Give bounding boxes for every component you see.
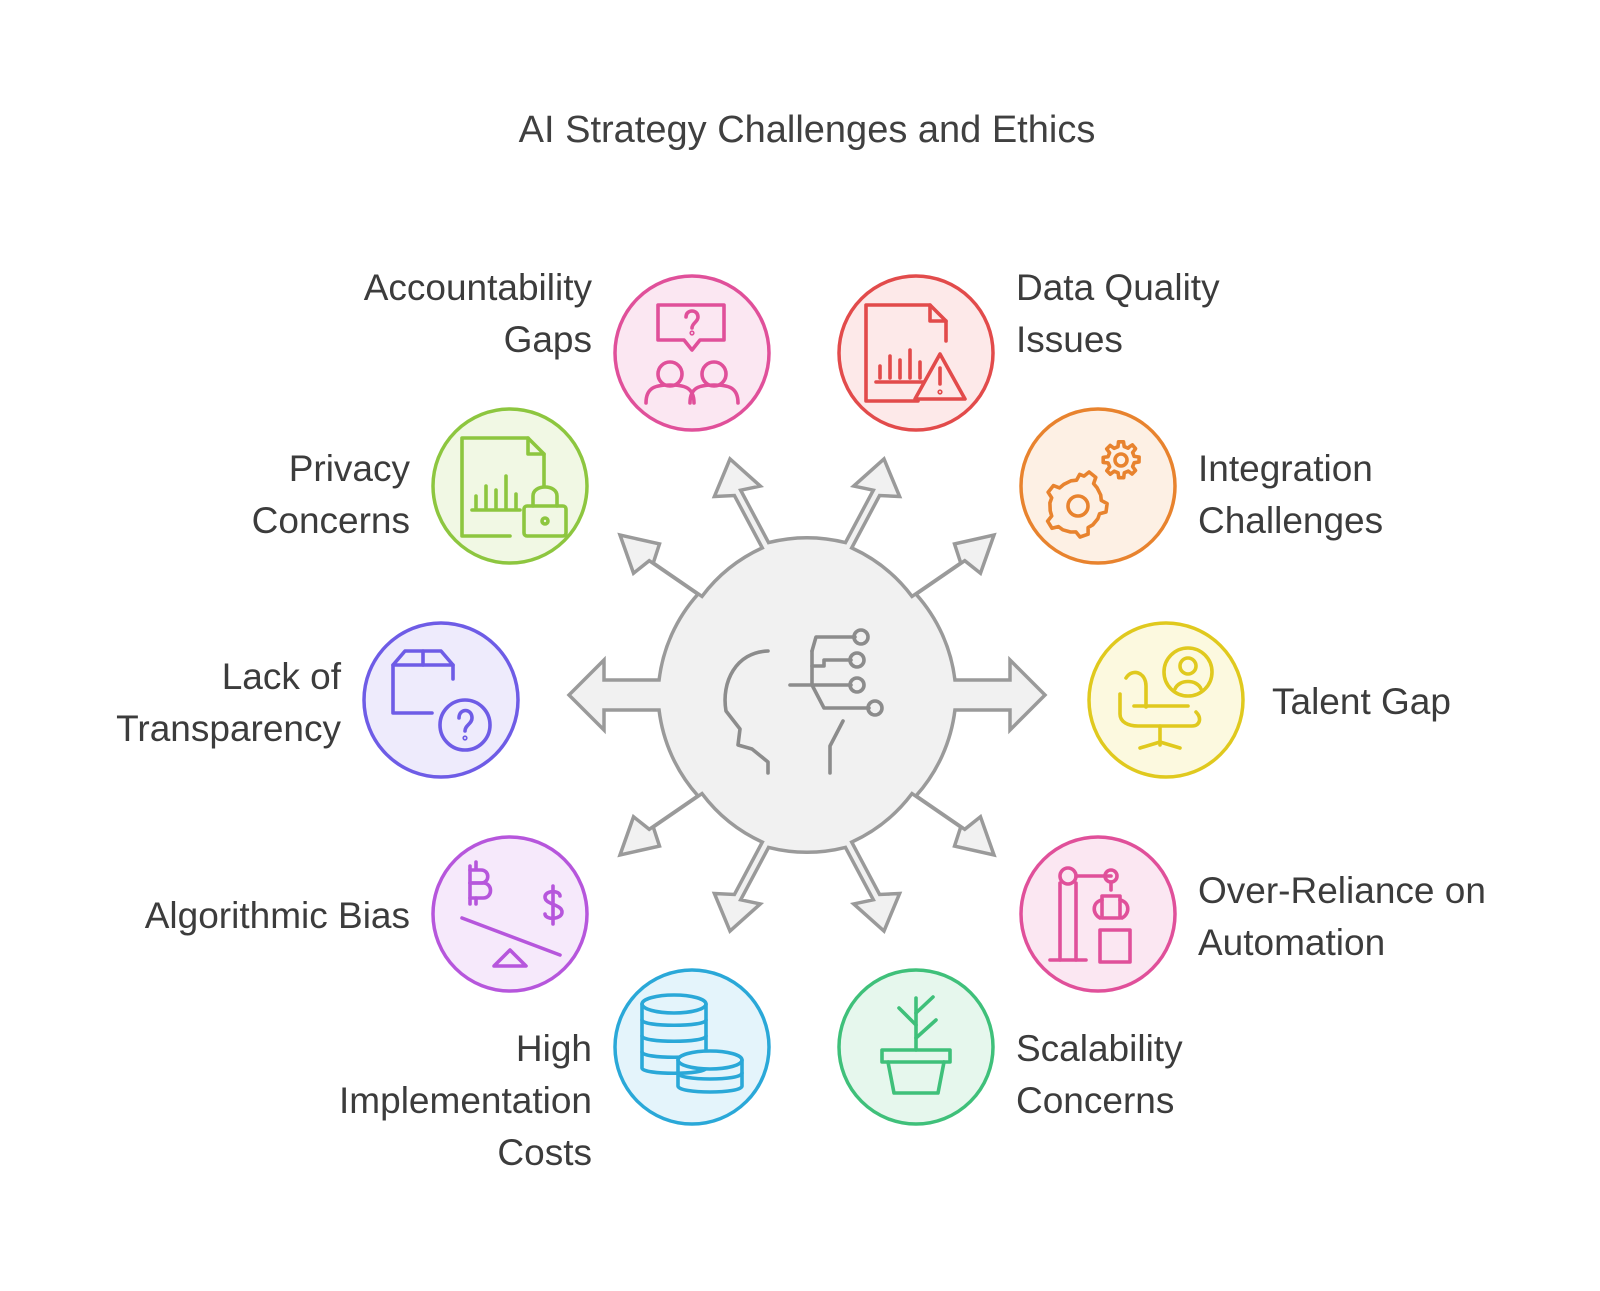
item-scalability-concerns: Scalability Concerns xyxy=(837,968,1183,1126)
lack-of-transparency-label-line1: Lack of xyxy=(222,656,342,697)
accountability-gaps-label-line1: Accountability xyxy=(364,267,593,308)
central-hub xyxy=(566,456,1048,934)
over-reliance-on-automation-label-line2: Automation xyxy=(1198,922,1385,963)
talent-gap-label-line1: Talent Gap xyxy=(1272,681,1451,722)
accountability-gaps-label-line2: Gaps xyxy=(504,319,592,360)
talent-gap-badge xyxy=(1087,621,1245,779)
high-implementation-costs-label-line3: Costs xyxy=(497,1132,592,1173)
data-quality-issues-label-line1: Data Quality xyxy=(1016,267,1220,308)
scalability-concerns-label-line2: Concerns xyxy=(1016,1080,1174,1121)
potted-plant-icon xyxy=(880,995,952,1095)
gears-icon xyxy=(1045,440,1141,539)
question-chat-people-icon xyxy=(644,303,740,405)
document-chart-warning-icon xyxy=(864,303,967,403)
item-high-implementation-costs: High Implementation Costs xyxy=(339,968,771,1173)
privacy-concerns-label-line2: Concerns xyxy=(252,500,410,541)
ai-head-circuit-icon xyxy=(723,628,884,775)
item-over-reliance-on-automation: Over-Reliance on Automation xyxy=(1019,835,1486,993)
robot-arm-icon xyxy=(1048,866,1132,964)
integration-challenges-label-line2: Challenges xyxy=(1198,500,1383,541)
integration-challenges-badge xyxy=(1019,407,1177,565)
data-quality-issues-label-line2: Issues xyxy=(1016,319,1123,360)
over-reliance-on-automation-label-line1: Over-Reliance on xyxy=(1198,870,1486,911)
high-implementation-costs-label-line1: High xyxy=(516,1028,592,1069)
item-privacy-concerns: Privacy Concerns xyxy=(252,407,589,565)
lack-of-transparency-label-line2: Transparency xyxy=(116,708,341,749)
high-implementation-costs-badge xyxy=(613,968,771,1126)
item-integration-challenges: Integration Challenges xyxy=(1019,407,1383,565)
high-implementation-costs-label-line2: Implementation xyxy=(339,1080,592,1121)
bitcoin-dollar-scale-icon xyxy=(460,860,564,968)
item-data-quality-issues: Data Quality Issues xyxy=(837,267,1220,432)
diagram-title: AI Strategy Challenges and Ethics xyxy=(519,109,1096,151)
empty-chair-user-icon xyxy=(1118,646,1214,750)
algorithmic-bias-label-line1: Algorithmic Bias xyxy=(145,895,410,936)
over-reliance-on-automation-badge xyxy=(1019,835,1177,993)
algorithmic-bias-badge xyxy=(431,835,589,993)
scalability-concerns-label-line1: Scalability xyxy=(1016,1028,1183,1069)
item-lack-of-transparency: Lack of Transparency xyxy=(116,621,520,779)
coin-stacks-icon xyxy=(640,993,744,1094)
integration-challenges-label-line1: Integration xyxy=(1198,448,1373,489)
data-quality-issues-badge xyxy=(837,274,995,432)
document-chart-lock-icon xyxy=(460,436,568,538)
privacy-concerns-badge xyxy=(431,407,589,565)
item-accountability-gaps: Accountability Gaps xyxy=(364,267,771,432)
accountability-gaps-badge xyxy=(613,274,771,432)
item-algorithmic-bias: Algorithmic Bias xyxy=(145,835,589,993)
hub-shape xyxy=(566,456,1048,934)
box-question-icon xyxy=(391,649,492,752)
lack-of-transparency-badge xyxy=(362,621,520,779)
item-talent-gap: Talent Gap xyxy=(1087,621,1451,779)
privacy-concerns-label-line1: Privacy xyxy=(289,448,411,489)
